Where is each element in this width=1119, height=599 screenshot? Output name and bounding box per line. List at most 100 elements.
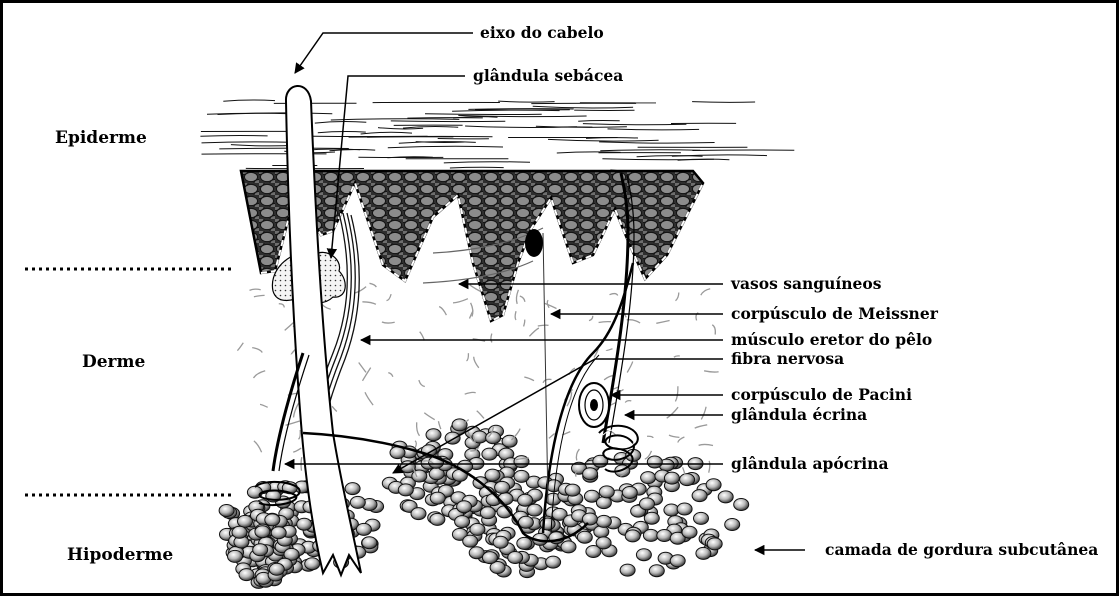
corneum-line [692,150,794,151]
dermis-fiber [252,348,262,353]
dermis-fiber [237,343,243,351]
dermis-fiber [359,363,366,373]
fat-cell [640,498,655,510]
label-eixo-do-cabelo: eixo do cabelo [480,23,604,42]
fat-cell [565,484,580,496]
dermis-fiber [299,430,301,439]
corneum-line [200,135,267,136]
fat-cell [694,512,709,524]
fat-cell [482,448,497,460]
corneum-line [548,139,659,141]
dermis-fiber [610,294,618,296]
corneum-line [498,101,554,102]
dermis-fiber [529,328,539,336]
corneum-line [468,109,573,110]
dermis-fiber [294,403,299,417]
dermis-fiber [712,325,715,335]
fat-cell [596,515,611,527]
dermis-fiber [709,461,710,473]
fat-cell [457,501,472,513]
fat-cell [455,516,470,528]
dermis-fiber [699,444,713,445]
fat-layer [219,419,749,589]
fat-cell [297,518,312,530]
fat-cell [463,535,478,547]
fat-cell [495,481,510,493]
dermis-fiber [674,356,680,357]
fat-cell [430,492,445,504]
fat-cell [485,469,500,481]
fat-cell [527,504,542,516]
fat-cell [452,419,467,431]
fat-cell [426,429,441,441]
dermis-fiber [676,293,679,301]
dermis-fiber [589,316,593,321]
dermis-fiber [549,434,555,439]
corneum-line [378,128,423,129]
dermis-fiber [387,294,392,301]
corneum-line [425,114,542,115]
corneum-line [600,150,700,151]
dermis-fiber [656,321,669,324]
fat-cell [238,515,253,527]
dermis-fiber [279,304,285,308]
fat-cell [677,503,692,515]
dermis-fiber [362,302,376,305]
fat-cell [561,541,576,553]
fat-cell [682,526,697,538]
fat-cell [356,523,371,535]
dermis-fiber [524,377,534,381]
callout-line-eixo [295,33,473,73]
fat-cell [643,529,658,541]
dermis-fiber [474,357,479,368]
fat-cell [253,544,268,556]
dermis-fiber [538,325,549,326]
fat-cell [493,536,508,548]
label-corpusculo-pacini: corpúsculo de Pacini [731,385,912,404]
fat-cell [514,456,529,468]
fat-cell [239,569,254,581]
fat-cell [508,552,523,564]
dermis-fiber [599,322,611,323]
fat-cell [305,558,320,570]
corneum-line [330,149,376,150]
corneum-line [331,119,460,120]
corneum-line [391,121,506,122]
fat-cell [480,507,495,519]
fat-cell [546,556,561,568]
corneum-line [608,129,700,130]
fat-cell [470,523,485,535]
skin-diagram: Epiderme Derme Hipoderme eixo do cabelo … [3,3,1119,599]
fat-cell [228,550,243,562]
fat-cell [412,470,427,482]
dermis-fiber [293,448,301,452]
fat-cell [411,508,426,520]
dermis-fiber [675,386,678,401]
dermis-fiber [370,283,377,287]
dermis-fiber [606,349,612,351]
corneum-line [361,132,412,134]
fat-cell [706,479,721,491]
dermis-fiber [647,436,653,438]
dermis-fiber [491,334,492,343]
dermis-fiber [543,379,551,382]
label-vasos-sanguineos: vasos sanguíneos [730,274,882,293]
fat-cell [232,526,247,538]
dermis-fiber [467,353,469,361]
label-camada-gordura: camada de gordura subcutânea [825,540,1098,559]
corneum-line [599,142,715,143]
fat-cell [514,470,529,482]
meissner-corpuscle [525,229,543,257]
fat-cell [430,513,445,525]
label-derme: Derme [82,352,146,372]
corneum-line [533,106,633,108]
corneum-line [202,142,296,143]
fat-cell [657,530,672,542]
fat-cell [583,468,598,480]
corneum-line [583,124,687,125]
fat-cell [649,565,664,577]
dermis-fiber [417,422,420,436]
corneum-line [692,102,755,103]
dermis-fiber [465,392,476,394]
label-glandula-sebacea: glândula sebácea [473,66,623,85]
